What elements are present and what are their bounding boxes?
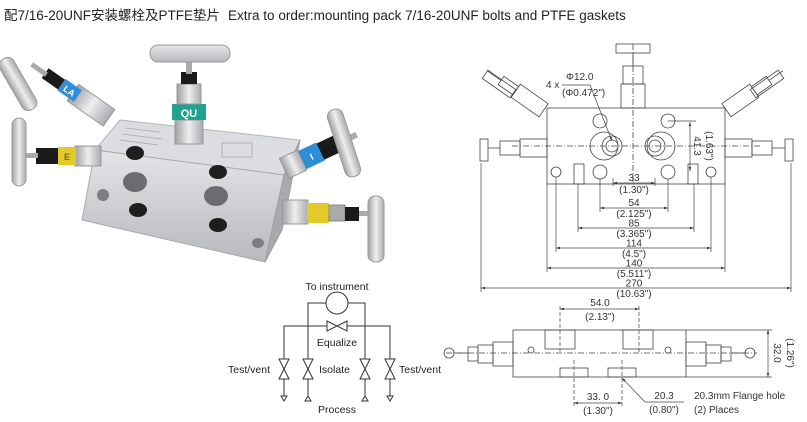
vent-arrow [280, 395, 288, 402]
left-side-handle [479, 138, 489, 162]
vent-arrow [386, 395, 394, 402]
valve-symbol [384, 358, 396, 371]
process-port [123, 172, 147, 192]
flange-dim-mm: 20.3 [654, 391, 674, 402]
dim-54-in: (2.125") [616, 209, 651, 220]
t-handle [149, 44, 231, 63]
yellow-collar [307, 203, 329, 223]
bolt-hole [209, 218, 227, 232]
dim-85-mm: 85 [628, 219, 640, 230]
title-english: Extra to order:mounting pack 7/16-20UNF … [228, 8, 626, 23]
t-handle [11, 117, 27, 187]
process-port [204, 186, 228, 206]
dim-33-mm: 33 [628, 173, 640, 184]
valve-symbol [359, 358, 371, 371]
bottom-body-outline [512, 329, 687, 378]
equalize-valve-symbol [326, 320, 348, 332]
vertical-dim-in: (1.63") [703, 131, 714, 161]
right-handle-end [744, 347, 756, 359]
yellow-collar [58, 147, 76, 165]
vertical-valve-symbols [278, 358, 396, 380]
right-side-handle [784, 138, 794, 162]
t-handle [0, 56, 38, 112]
test-vent-left-label: Test/vent [228, 364, 270, 376]
title-chinese: 配7/16-20UNF安装螺栓及PTFE垫片 [4, 8, 221, 23]
vertical-dim-mm: 41.3 [691, 136, 702, 156]
bottom-top-dim-in: (2.13") [585, 312, 615, 323]
right-angled-handle [749, 69, 785, 99]
dim-85-in: (3.365") [616, 229, 651, 240]
bolt-hole [209, 165, 227, 179]
collar-label: E [64, 152, 70, 162]
valve-symbol [278, 358, 290, 371]
blue-collar [57, 78, 82, 102]
t-handle [367, 195, 385, 263]
dim-33-in: (1.30") [619, 185, 649, 196]
flange-note-line2: (2) Places [694, 405, 739, 416]
bottom-dim-mm: 33. 0 [587, 392, 610, 403]
dim-54-mm: 54 [628, 198, 640, 209]
isolate-valve-left: LA [30, 62, 116, 127]
front-view-drawing [479, 43, 794, 185]
manifold-photo: QU LA E I [0, 44, 385, 263]
flange-dim-in: (0.80") [649, 405, 679, 416]
teal-collar [172, 104, 206, 120]
hole-dia-mm: Φ12.0 [566, 72, 594, 83]
equalize-label: Equalize [317, 337, 357, 349]
bottom-top-dim-mm: 54.0 [590, 298, 610, 309]
dim-114-in: (4.5") [622, 249, 646, 260]
collar-label: QU [181, 108, 198, 120]
isolate-valve-right: I [278, 131, 358, 180]
process-arrow [304, 395, 312, 402]
isolate-label: Isolate [319, 364, 350, 376]
dim-140-in: (5.511") [617, 269, 652, 280]
bolt-hole [126, 146, 144, 160]
flange-note-line1: 20.3mm Flange hole [694, 391, 786, 402]
equalize-valve: QU [149, 44, 231, 145]
dim-114-mm: 114 [626, 239, 642, 250]
manifold-body [81, 119, 301, 263]
to-instrument-label: To instrument [305, 281, 368, 293]
dim-270-in: (10.63") [616, 289, 651, 300]
bottom-view-drawing: 54.0 (2.13") 33. 0 (1.30") 32.0 (1.26") … [443, 298, 795, 417]
valve-schematic: To instrument Equalize Test/vent Isolate… [228, 281, 441, 416]
instrument-symbol [325, 291, 349, 315]
collar-label: I [308, 152, 315, 162]
page-title: 配7/16-20UNF安装螺栓及PTFE垫片 Extra to order:mou… [4, 4, 634, 24]
test-vent-valve-right [281, 195, 385, 263]
height-dim-in: (1.26") [784, 338, 795, 368]
mounting-holes [550, 113, 717, 180]
process-label: Process [318, 404, 356, 416]
t-handle [326, 108, 362, 178]
bolt-hole [129, 203, 147, 217]
blue-collar [298, 142, 325, 170]
side-port [252, 238, 264, 248]
test-vent-valve-left: E [11, 117, 102, 187]
test-vent-right-label: Test/vent [399, 364, 441, 376]
engraving [119, 127, 253, 158]
dim-140-mm: 140 [626, 259, 643, 270]
hole-count: 4 x [546, 80, 559, 91]
left-angled-handle [481, 69, 517, 99]
valve-symbol [302, 358, 314, 371]
front-view-dimensions: 4 x Φ12.0 (Φ0.472") 41.3 (1.63") 33 (1.3… [480, 72, 792, 300]
bottom-dim-in: (1.30") [583, 406, 613, 417]
side-port [97, 189, 109, 201]
height-dim-mm: 32.0 [771, 343, 782, 363]
process-arrow [361, 395, 369, 402]
dim-270-mm: 270 [626, 279, 643, 290]
hole-dia-in: (Φ0.472") [562, 88, 605, 99]
left-handle-end [443, 347, 455, 359]
